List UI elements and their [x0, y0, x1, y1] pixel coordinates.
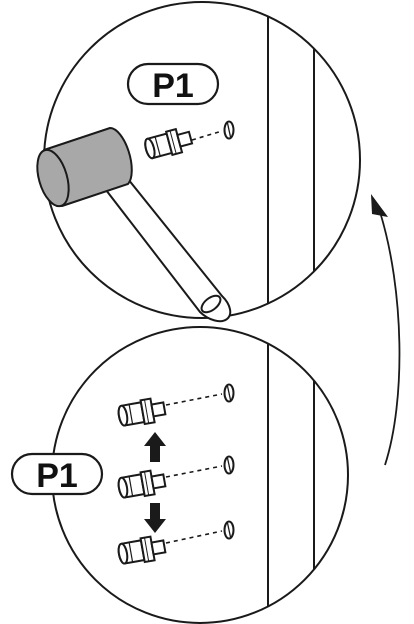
badge-label: P1 — [36, 457, 78, 495]
insertion-guide — [165, 530, 223, 544]
arrow-up-icon — [144, 432, 166, 462]
arrow-down-icon — [144, 503, 166, 533]
insertion-guide — [165, 465, 223, 478]
pin-hole-icon — [223, 120, 235, 140]
bottom-panel: P1 — [10, 326, 349, 624]
pin-hole-icon — [223, 383, 235, 403]
p1-badge: P1 — [126, 62, 220, 106]
pin-hole-icon — [223, 455, 235, 475]
mallet-icon — [36, 126, 232, 323]
pin-hole-icon — [223, 520, 235, 540]
curved-arrow-icon — [371, 194, 401, 466]
insertion-guide — [191, 130, 223, 141]
badge-label: P1 — [152, 67, 194, 105]
top-panel: P1 — [36, 1, 361, 323]
p1-badge: P1 — [10, 452, 104, 496]
insertion-guide — [165, 393, 223, 406]
